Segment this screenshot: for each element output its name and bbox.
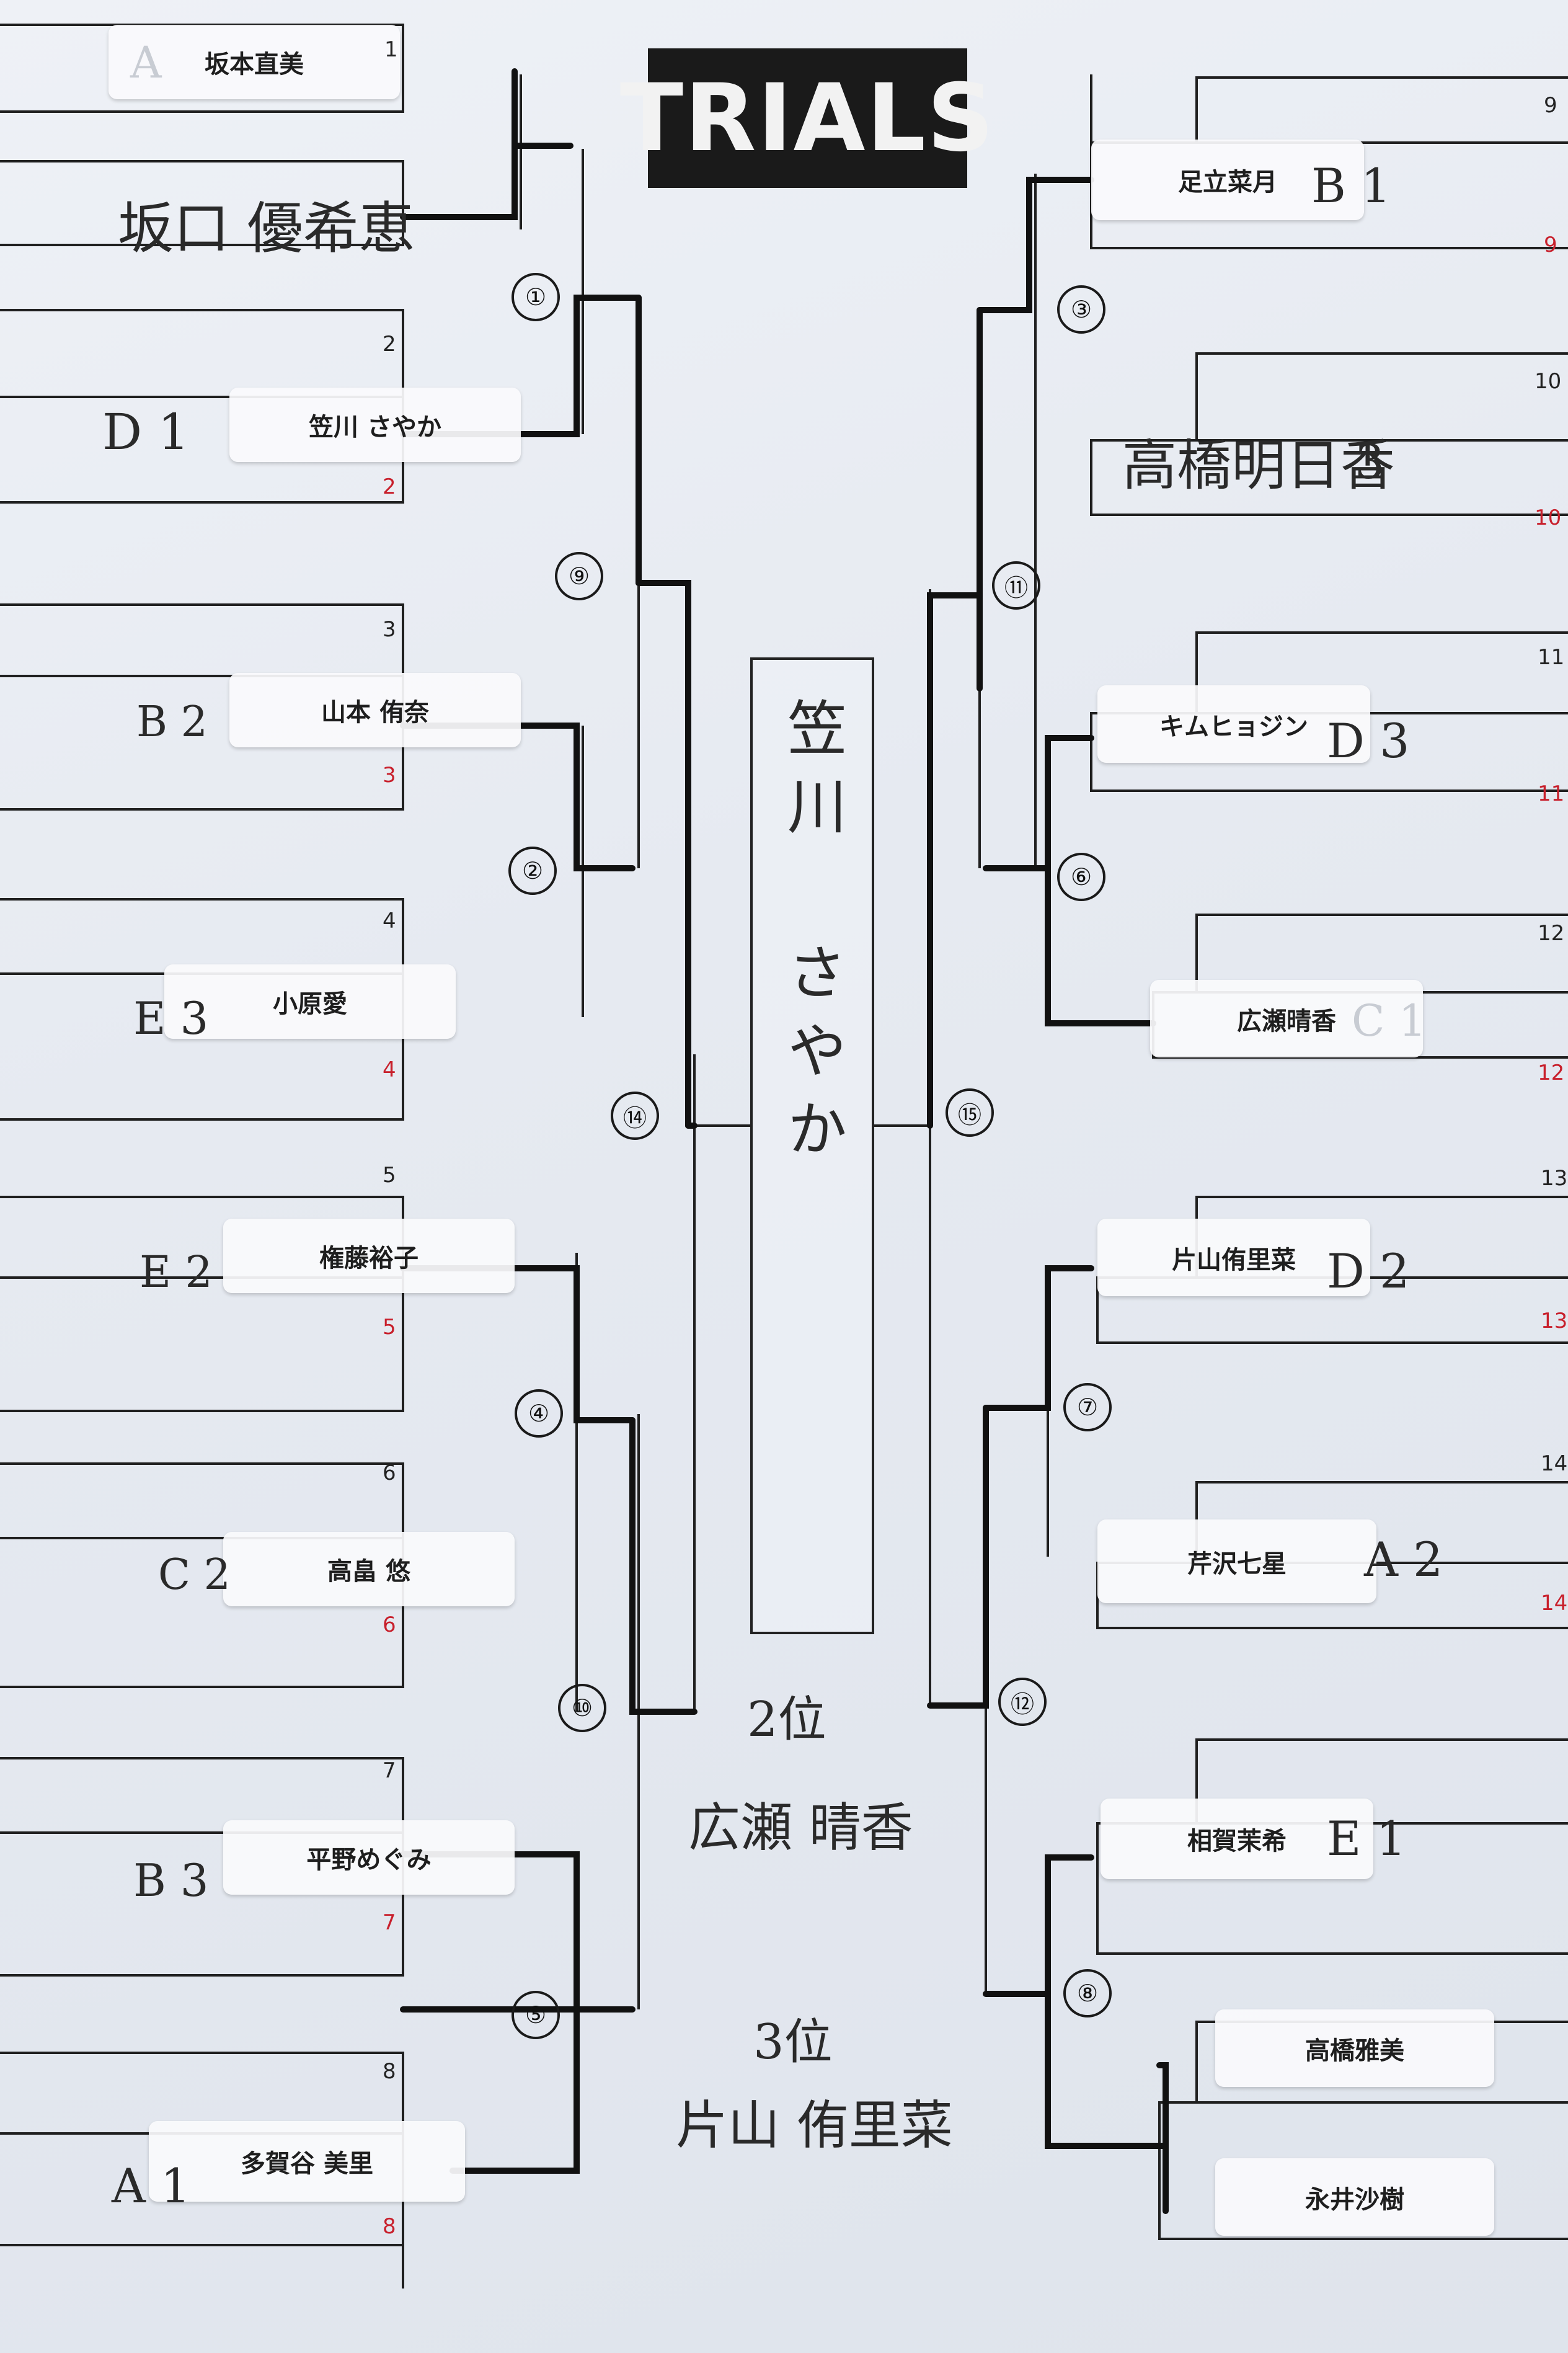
- group-mark-left-8: B 3: [133, 1854, 209, 1906]
- player-label-right-6: 芹沢七星: [1097, 1519, 1376, 1603]
- seed-left-8-bottom: 7: [383, 1910, 396, 1935]
- seed-left-4-bottom: 3: [383, 763, 396, 788]
- seed-right-4-top: 12: [1538, 921, 1565, 946]
- seed-left-5-top: 4: [383, 909, 396, 933]
- group-mark-left-5: E 3: [133, 992, 209, 1044]
- match-number-8: ③: [1057, 285, 1105, 334]
- seed-left-4-top: 3: [383, 617, 396, 642]
- match-number-7: ⑤: [512, 1991, 560, 2039]
- seed-left-8-top: 7: [383, 1758, 396, 1783]
- logo-text: TRIALS: [619, 64, 996, 172]
- match-number-6: ⑩: [558, 1684, 606, 1732]
- player-handwritten-right-2: 高橋明日香: [1122, 434, 1396, 497]
- champion-box: 笠川 さやか: [750, 657, 874, 1634]
- match-number-9: ⑪: [992, 561, 1040, 610]
- group-mark-left-3: D 1: [102, 403, 190, 461]
- group-mark-right-6: A 2: [1364, 1532, 1443, 1587]
- match-number-13: ⑫: [998, 1678, 1047, 1726]
- player-label-right-1: 足立菜月: [1091, 140, 1364, 220]
- match-number-12: ⑦: [1063, 1383, 1112, 1431]
- group-mark-left-7: C 2: [158, 1550, 231, 1599]
- seed-left-3-top: 2: [383, 332, 396, 357]
- player-label-left-4: 山本 侑奈: [229, 673, 521, 747]
- player-label-left-3: 笠川 さやか: [229, 388, 521, 462]
- seed-left-3-bottom: 2: [383, 474, 396, 499]
- seed-left-9-top: 8: [383, 2059, 396, 2084]
- player-label-right-9: 永井沙樹: [1215, 2158, 1494, 2236]
- player-label-right-8: 高橋雅美: [1215, 2009, 1494, 2087]
- group-mark-left-9: A 1: [112, 2158, 191, 2213]
- seed-right-6-top: 14: [1541, 1451, 1568, 1476]
- seed-left-7-bottom: 6: [383, 1612, 396, 1637]
- match-number-3: ②: [508, 847, 557, 895]
- seed-right-1-top: 9: [1544, 93, 1557, 118]
- match-number-10: ⑥: [1057, 853, 1105, 901]
- match-number-1: ①: [512, 273, 560, 321]
- player-label-right-7: 相賀茉希: [1101, 1799, 1373, 1879]
- player-label-left-5: 小原愛: [164, 964, 456, 1039]
- seed-left-9-bottom: 8: [383, 2214, 396, 2239]
- third-place-name: 片山 侑里菜: [676, 2095, 953, 2156]
- player-label-left-8: 平野めぐみ: [223, 1820, 515, 1895]
- seed-right-5-top: 13: [1541, 1166, 1568, 1191]
- group-mark-left-6: E 2: [140, 1247, 213, 1297]
- seed-right-6-bottom: 14: [1541, 1591, 1568, 1616]
- player-label-left-7: 高畠 悠: [223, 1532, 515, 1606]
- seed-left-5-bottom: 4: [383, 1057, 396, 1082]
- group-mark-right-4: C 1: [1352, 995, 1427, 1046]
- group-mark-right-5: D 2: [1327, 1243, 1410, 1299]
- match-number-2: ⑨: [555, 552, 603, 600]
- second-place-name: 広瀬 晴香: [688, 1797, 913, 1858]
- group-mark-left-1: A: [130, 37, 162, 88]
- player-label-left-9: 多賀谷 美里: [149, 2121, 465, 2202]
- seed-left-6-bottom: 5: [383, 1315, 396, 1340]
- player-label-right-5: 片山侑里菜: [1097, 1219, 1370, 1296]
- group-mark-right-1: B 1: [1311, 158, 1391, 213]
- seed-left-1-top: 1: [384, 37, 398, 62]
- player-label-right-3: キムヒョジン: [1097, 685, 1370, 763]
- group-mark-left-4: B 2: [136, 698, 208, 747]
- champion-name: 笠川 さやか: [777, 697, 847, 1176]
- trials-logo: TRIALS: [620, 48, 994, 188]
- seed-left-6-top: 5: [383, 1163, 396, 1188]
- player-label-right-4: 広瀬晴香: [1150, 980, 1423, 1057]
- seed-left-7-top: 6: [383, 1461, 396, 1485]
- seed-right-4-bottom: 12: [1538, 1061, 1565, 1085]
- match-number-5: ④: [515, 1389, 563, 1438]
- match-number-4: ⑭: [611, 1092, 659, 1140]
- second-place-label: 2位: [747, 1692, 826, 1748]
- group-mark-right-7: E 1: [1327, 1811, 1406, 1866]
- seed-right-5-bottom: 13: [1541, 1309, 1568, 1333]
- group-mark-right-2: 3: [1355, 434, 1385, 489]
- player-handwritten-left-2: 坂口 優希恵: [118, 196, 415, 261]
- third-place-label: 3位: [753, 2014, 833, 2070]
- seed-right-2-bottom: 10: [1535, 505, 1562, 530]
- match-number-14: ⑧: [1063, 1969, 1112, 2017]
- player-label-left-1: 坂本直美: [109, 25, 400, 99]
- match-number-11: ⑮: [946, 1088, 994, 1137]
- seed-right-2-top: 10: [1535, 369, 1562, 394]
- seed-right-1-bottom: 9: [1544, 233, 1557, 257]
- player-label-left-6: 権藤裕子: [223, 1219, 515, 1293]
- seed-right-3-bottom: 11: [1538, 781, 1565, 806]
- seed-right-3-top: 11: [1538, 645, 1565, 670]
- group-mark-right-3: D 3: [1327, 713, 1410, 768]
